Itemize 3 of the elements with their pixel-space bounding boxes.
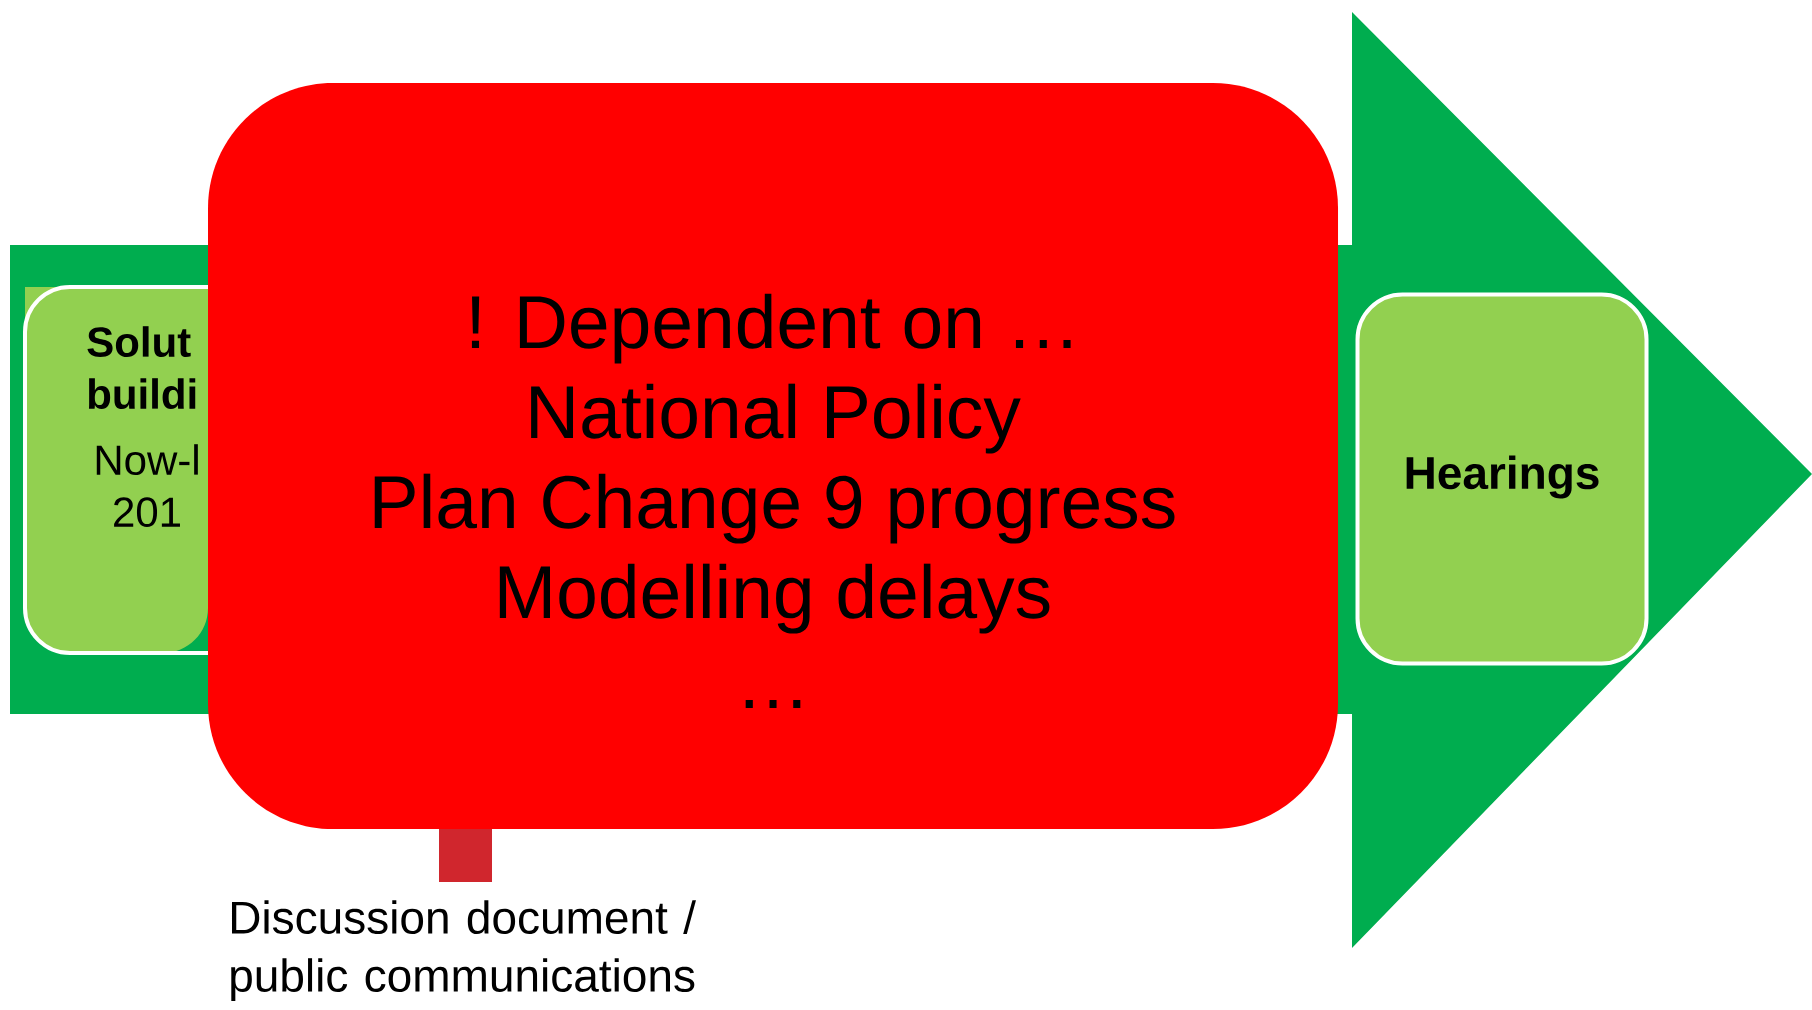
stage-box: Hearings (1355, 292, 1649, 666)
stage-box: Solut buildi Now-l 201 (23, 285, 208, 655)
caption-text: Discussion document / public communications (231, 900, 696, 1002)
